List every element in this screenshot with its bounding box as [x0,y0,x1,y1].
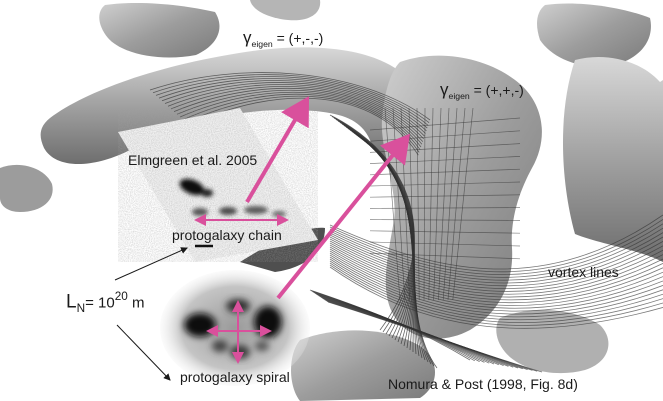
protogalaxy-chain-label: protogalaxy chain [172,227,282,243]
gamma-right-signature: = (+,+,-) [474,82,524,98]
length-exponent: 20 [115,290,128,303]
nomura-post-citation: Nomura & Post (1998, Fig. 8d) [388,376,578,392]
length-unit: m [128,294,145,311]
gamma-symbol: γ [243,28,252,47]
vortex-lines-label: vortex lines [548,264,619,280]
pointer-to-scale-bar [115,248,187,280]
eigen-subscript: eigen [252,39,273,49]
gamma-symbol: γ [440,80,449,99]
protogalaxy-spiral-label: protogalaxy spiral [180,369,290,385]
length-symbol: L [66,291,77,312]
gamma-eigen-right-label: γeigen = (+,+,-) [440,80,524,101]
gamma-top-signature: = (+,-,-) [277,30,324,46]
pointer-to-spiral [117,325,170,380]
length-subscript: N [77,302,86,315]
arrow-spiral-to-arch [278,140,405,298]
eigen-subscript: eigen [449,91,470,101]
length-scale-label: LN= 1020 m [66,290,144,315]
gamma-eigen-top-label: γeigen = (+,-,-) [243,28,323,49]
elmgreen-citation: Elmgreen et al. 2005 [128,152,257,168]
length-equals: = 10 [85,294,115,311]
